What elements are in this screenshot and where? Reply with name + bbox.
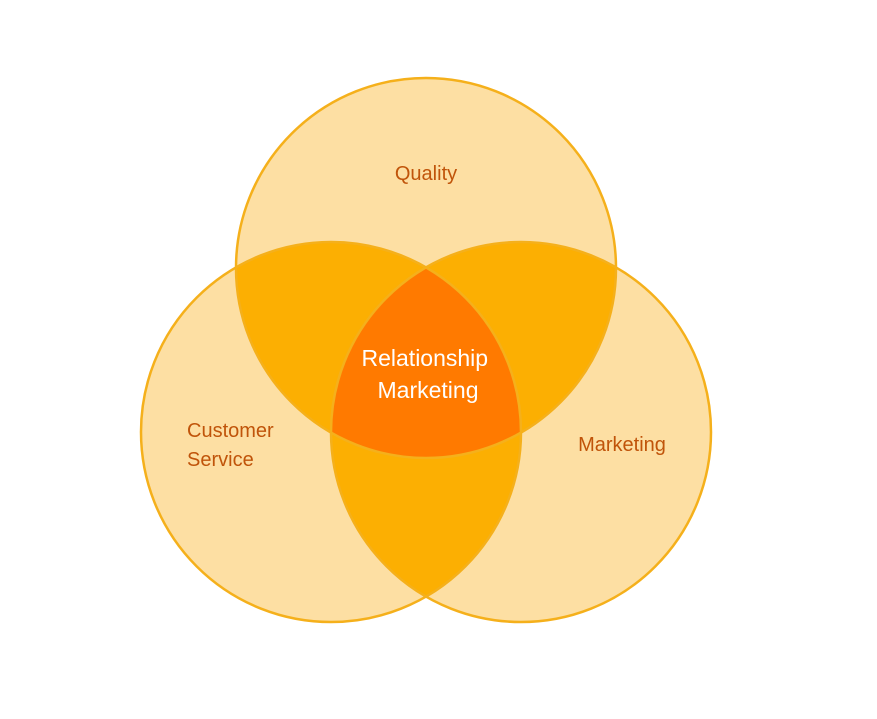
- label-quality: Quality: [395, 163, 457, 185]
- overlap-center: [331, 242, 521, 458]
- outline-customer-service: [139, 240, 523, 624]
- label-marketing-line-1: Marketing: [578, 434, 666, 456]
- label-center: Relationship Marketing: [362, 345, 495, 403]
- label-customer-service-line-2: Service: [187, 449, 254, 471]
- outline-marketing: [329, 240, 713, 624]
- label-quality-line-1: Quality: [395, 163, 457, 185]
- label-customer-service: Customer Service: [187, 420, 279, 471]
- label-marketing: Marketing: [578, 434, 666, 456]
- label-center-line-2: Marketing: [378, 377, 479, 403]
- label-center-line-1: Relationship: [362, 345, 489, 371]
- label-customer-service-line-1: Customer: [187, 420, 274, 442]
